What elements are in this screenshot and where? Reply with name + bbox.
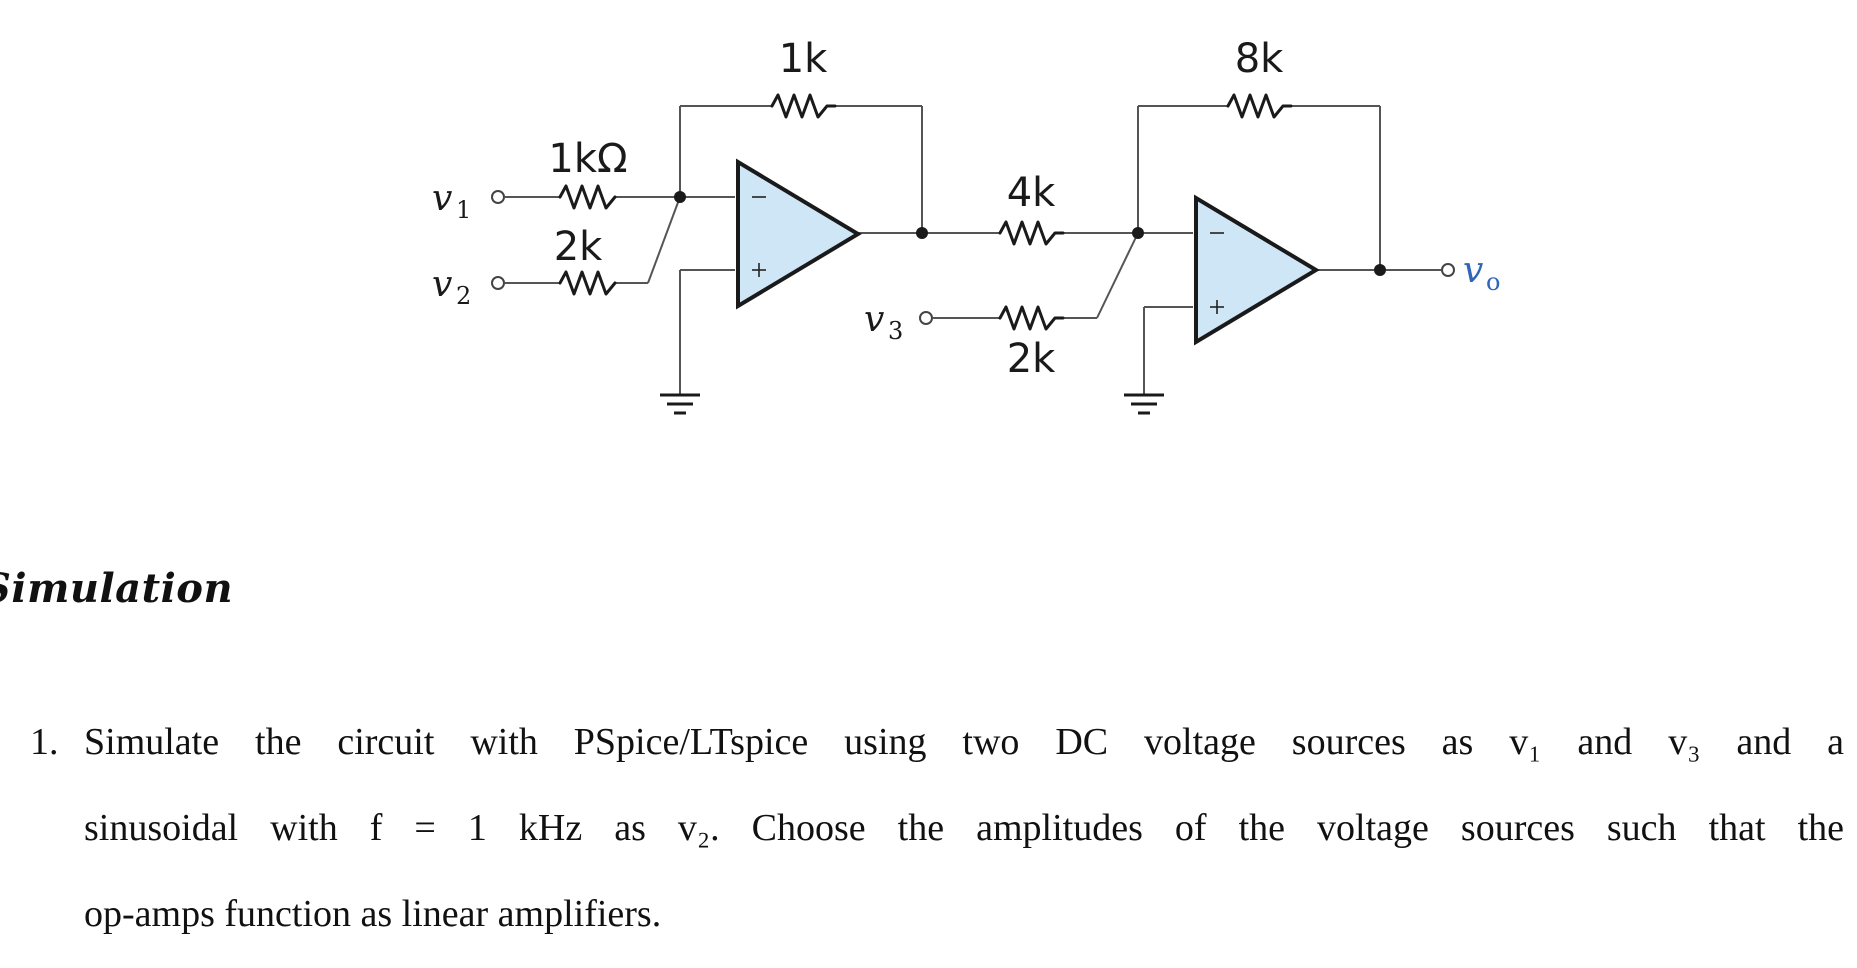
svg-text:v: v <box>432 178 452 219</box>
resistor-2k-v3 <box>998 305 1065 331</box>
label-v2: v 2 <box>432 264 471 310</box>
stage2-wires <box>922 105 1441 395</box>
terminal-v1 <box>491 190 505 204</box>
stage1-wires <box>505 105 923 395</box>
svg-text:v: v <box>1463 250 1483 291</box>
node-out <box>1374 264 1386 276</box>
problem-line-1: Simulate the circuit with PSpice/LTspice… <box>84 721 1844 763</box>
node-b <box>916 227 928 239</box>
resistor-2k-input <box>558 270 617 296</box>
node-c <box>1132 227 1144 239</box>
label-r-in3: 2k <box>1007 336 1056 382</box>
label-r-f2: 8k <box>1235 36 1284 82</box>
svg-text:2: 2 <box>456 282 471 310</box>
problem-number: 1. <box>30 721 59 763</box>
circuit-diagram: 1kΩ 2k 1k 4k 2k 8k v 1 v 2 v 3 v o <box>432 36 1500 415</box>
svg-text:1: 1 <box>456 196 471 224</box>
label-v1: v 1 <box>432 178 471 224</box>
label-r-in1: 1kΩ <box>548 136 627 182</box>
svg-text:o: o <box>1486 268 1500 296</box>
svg-text:v: v <box>864 299 884 340</box>
node-a <box>674 191 686 203</box>
resistor-1k-feedback <box>770 93 837 119</box>
problem-line-2: sinusoidal with f = 1 kHz as v₂. Choose … <box>84 807 1844 849</box>
terminal-vo <box>1441 263 1455 277</box>
section-heading: Simulation <box>0 565 234 612</box>
terminal-v2 <box>491 276 505 290</box>
label-r-f1: 1k <box>779 36 828 82</box>
resistor-4k <box>998 220 1065 246</box>
svg-text:v: v <box>432 264 452 305</box>
opamp-1 <box>736 158 862 310</box>
svg-text:3: 3 <box>888 317 903 345</box>
opamp-2 <box>1194 194 1320 346</box>
label-r-in2: 2k <box>554 224 603 270</box>
label-r-mid: 4k <box>1007 170 1056 216</box>
resistor-8k-feedback <box>1226 93 1293 119</box>
resistor-1k-input <box>558 184 617 210</box>
label-vo: v o <box>1463 250 1500 296</box>
ground-1 <box>660 393 700 415</box>
ground-2 <box>1124 393 1164 415</box>
label-v3: v 3 <box>864 299 903 345</box>
terminal-v3 <box>919 311 933 325</box>
problem-line-3: op-amps function as linear amplifiers. <box>84 893 662 935</box>
